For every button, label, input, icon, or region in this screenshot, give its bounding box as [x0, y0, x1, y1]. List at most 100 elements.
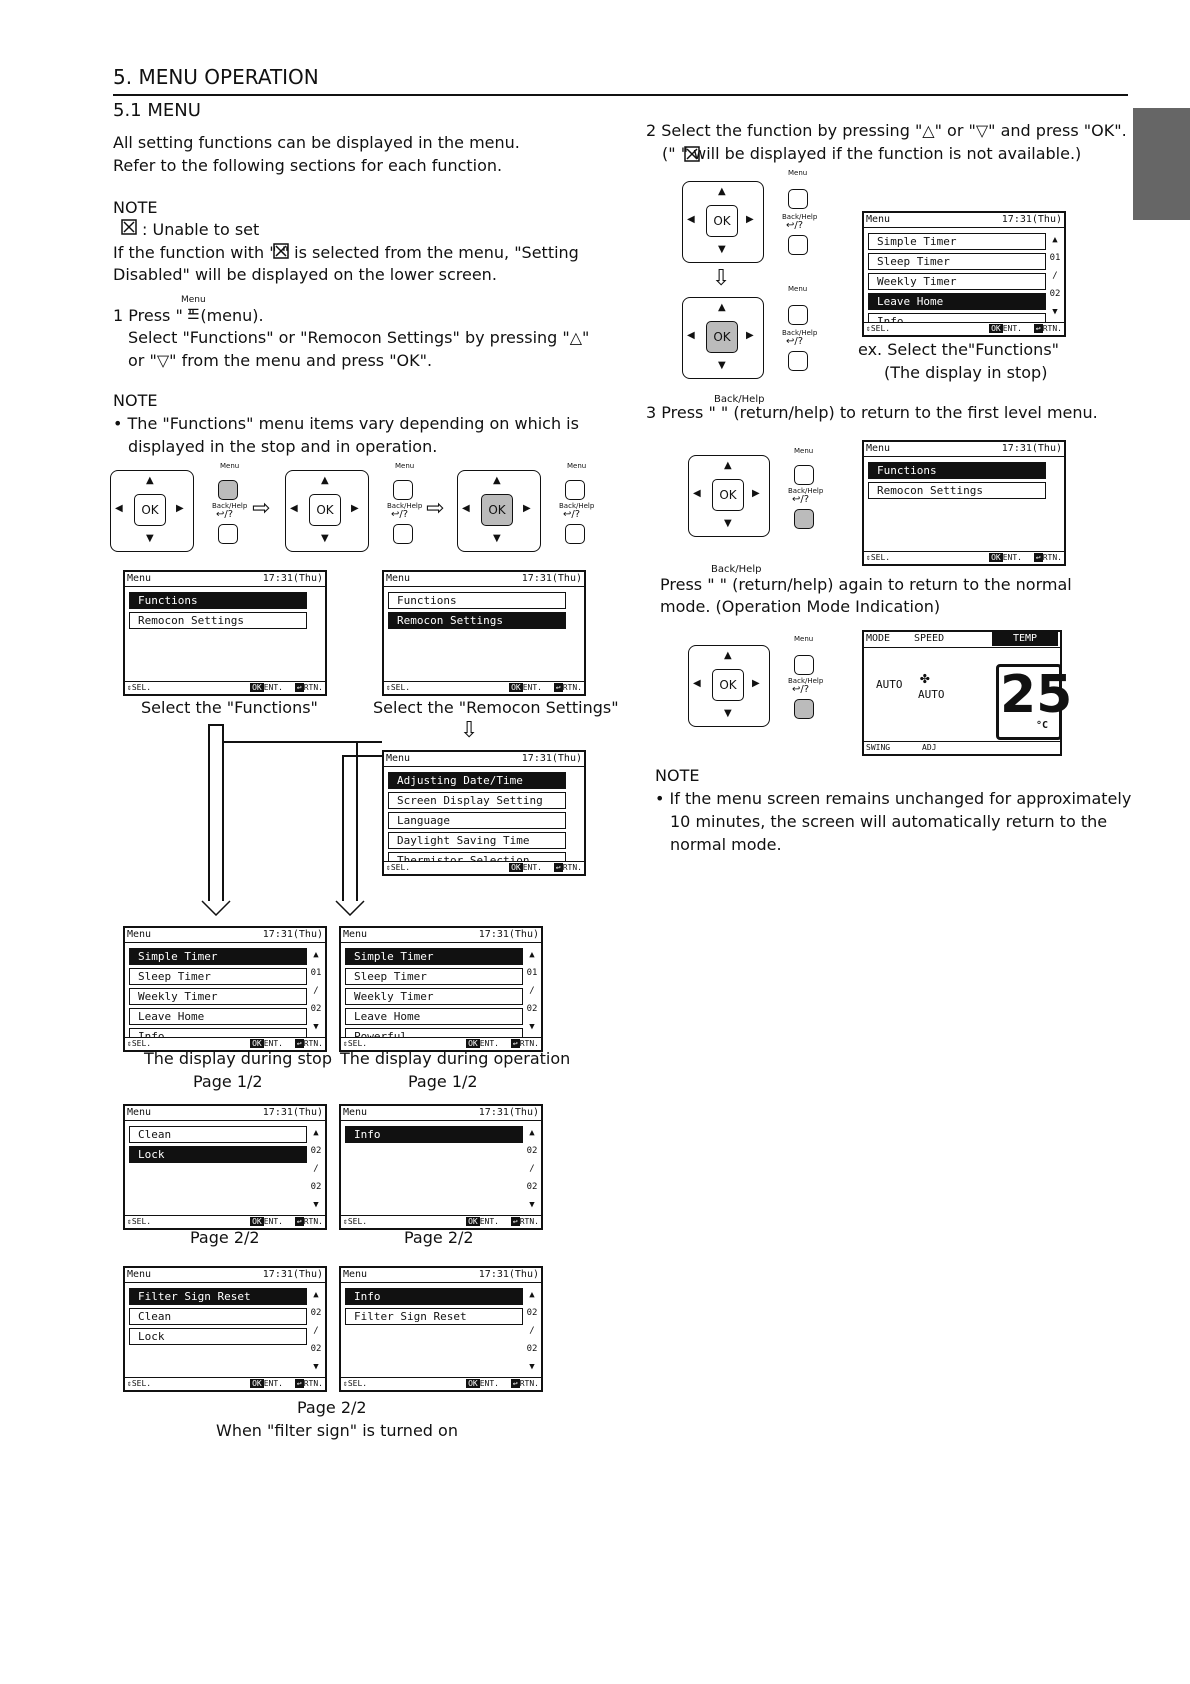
- sel-label: ⇕SEL.: [866, 553, 891, 562]
- menu-button[interactable]: [794, 465, 814, 485]
- left-arrow-icon[interactable]: ◀: [462, 503, 470, 514]
- up-arrow-icon[interactable]: ▲: [718, 302, 726, 313]
- right-arrow-icon[interactable]: ▶: [176, 503, 184, 514]
- down-arrow-icon[interactable]: ▼: [718, 244, 726, 255]
- back-button[interactable]: [794, 509, 814, 529]
- screen-title: Menu: [866, 214, 891, 225]
- menu-button[interactable]: [218, 480, 238, 500]
- menu-item[interactable]: Filter Sign Reset: [345, 1308, 523, 1325]
- menu-item[interactable]: Functions: [129, 592, 307, 609]
- right-arrow-icon[interactable]: ▶: [746, 214, 754, 225]
- menu-button[interactable]: [788, 305, 808, 325]
- menu-button[interactable]: [565, 480, 585, 500]
- right-arrow-icon[interactable]: ▶: [523, 503, 531, 514]
- left-arrow-icon[interactable]: ◀: [693, 488, 701, 499]
- press-again-line-1: Press " " (return/help) again to return …: [660, 575, 1072, 594]
- ok-button[interactable]: OK: [712, 479, 744, 511]
- back-help-label: Back/Help: [788, 677, 824, 685]
- ok-button[interactable]: OK: [706, 321, 738, 353]
- menu-item[interactable]: Remocon Settings: [388, 612, 566, 629]
- down-arrow-icon[interactable]: ▼: [321, 533, 329, 544]
- menu-item[interactable]: Weekly Timer: [129, 988, 307, 1005]
- menu-item[interactable]: Lock: [129, 1146, 307, 1163]
- back-button[interactable]: [794, 699, 814, 719]
- menu-item[interactable]: Functions: [868, 462, 1046, 479]
- back-button[interactable]: [788, 351, 808, 371]
- screen-time: 17:31(Thu): [521, 753, 582, 764]
- sel-label: ⇕SEL.: [127, 1379, 152, 1388]
- menu-item[interactable]: Info: [345, 1288, 523, 1305]
- note3-line-1: • If the menu screen remains unchanged f…: [655, 789, 1132, 808]
- menu-item[interactable]: Sleep Timer: [345, 968, 523, 985]
- down-arrow-icon[interactable]: ▼: [724, 518, 732, 529]
- screen-time: 17:31(Thu): [478, 1269, 539, 1280]
- menu-item[interactable]: Lock: [129, 1328, 307, 1345]
- rtn-label: ↩RTN.: [553, 863, 582, 872]
- down-step-arrow-icon: ⇩: [712, 266, 731, 291]
- menu-button[interactable]: [788, 189, 808, 209]
- back-button[interactable]: [788, 235, 808, 255]
- ok-button[interactable]: OK: [706, 205, 738, 237]
- menu-item[interactable]: Weekly Timer: [345, 988, 523, 1005]
- ok-button[interactable]: OK: [134, 494, 166, 526]
- menu-button[interactable]: [794, 655, 814, 675]
- left-arrow-icon[interactable]: ◀: [693, 678, 701, 689]
- menu-item[interactable]: Clean: [129, 1308, 307, 1325]
- mode-header: MODE: [866, 633, 891, 644]
- sel-label: ⇕SEL.: [386, 683, 411, 692]
- screen-time: 17:31(Thu): [262, 573, 323, 584]
- right-arrow-icon[interactable]: ▶: [752, 488, 760, 499]
- menu-item[interactable]: Weekly Timer: [868, 273, 1046, 290]
- up-arrow-icon[interactable]: ▲: [718, 186, 726, 197]
- menu-item[interactable]: Remocon Settings: [129, 612, 307, 629]
- menu-item[interactable]: Screen Display Setting: [388, 792, 566, 809]
- right-arrow-icon[interactable]: ▶: [746, 330, 754, 341]
- menu-item[interactable]: Leave Home: [345, 1008, 523, 1025]
- ok-button[interactable]: OK: [309, 494, 341, 526]
- menu-item[interactable]: Simple Timer: [129, 948, 307, 965]
- menu-item[interactable]: Leave Home: [129, 1008, 307, 1025]
- menu-item[interactable]: Simple Timer: [345, 948, 523, 965]
- menu-item[interactable]: Info: [345, 1126, 523, 1143]
- rtn-label: ↩RTN.: [510, 1039, 539, 1048]
- back-button[interactable]: [393, 524, 413, 544]
- up-arrow-icon[interactable]: ▲: [146, 475, 154, 486]
- right-arrow-icon[interactable]: ▶: [351, 503, 359, 514]
- menu-item[interactable]: Functions: [388, 592, 566, 609]
- ok-button[interactable]: OK: [481, 494, 513, 526]
- menu-item[interactable]: Adjusting Date/Time: [388, 772, 566, 789]
- up-arrow-icon[interactable]: ▲: [321, 475, 329, 486]
- back-button[interactable]: [565, 524, 585, 544]
- left-arrow-icon[interactable]: ◀: [687, 330, 695, 341]
- screen-title: Menu: [386, 573, 411, 584]
- down-arrow-icon[interactable]: ▼: [724, 708, 732, 719]
- ok-button[interactable]: OK: [712, 669, 744, 701]
- menu-item[interactable]: Sleep Timer: [868, 253, 1046, 270]
- flow-line: [222, 741, 382, 743]
- menu-item[interactable]: Simple Timer: [868, 233, 1046, 250]
- menu-item[interactable]: Language: [388, 812, 566, 829]
- up-arrow-icon[interactable]: ▲: [493, 475, 501, 486]
- down-arrow-icon[interactable]: ▼: [718, 360, 726, 371]
- right-arrow-icon[interactable]: ▶: [752, 678, 760, 689]
- menu-item[interactable]: Filter Sign Reset: [129, 1288, 307, 1305]
- back-button[interactable]: [218, 524, 238, 544]
- menu-item[interactable]: Sleep Timer: [129, 968, 307, 985]
- left-arrow-icon[interactable]: ◀: [687, 214, 695, 225]
- left-arrow-icon[interactable]: ◀: [290, 503, 298, 514]
- menu-item[interactable]: Clean: [129, 1126, 307, 1143]
- menu-item[interactable]: Remocon Settings: [868, 482, 1046, 499]
- down-arrow-icon[interactable]: ▼: [493, 533, 501, 544]
- menu-item[interactable]: Daylight Saving Time: [388, 832, 566, 849]
- down-arrow-icon[interactable]: ▼: [146, 533, 154, 544]
- up-arrow-icon[interactable]: ▲: [724, 460, 732, 471]
- left-arrow-icon[interactable]: ◀: [115, 503, 123, 514]
- menu-item[interactable]: Leave Home: [868, 293, 1046, 310]
- menu-button[interactable]: [393, 480, 413, 500]
- up-arrow-icon[interactable]: ▲: [724, 650, 732, 661]
- caption-ex-select: ex. Select the"Functions": [858, 340, 1060, 359]
